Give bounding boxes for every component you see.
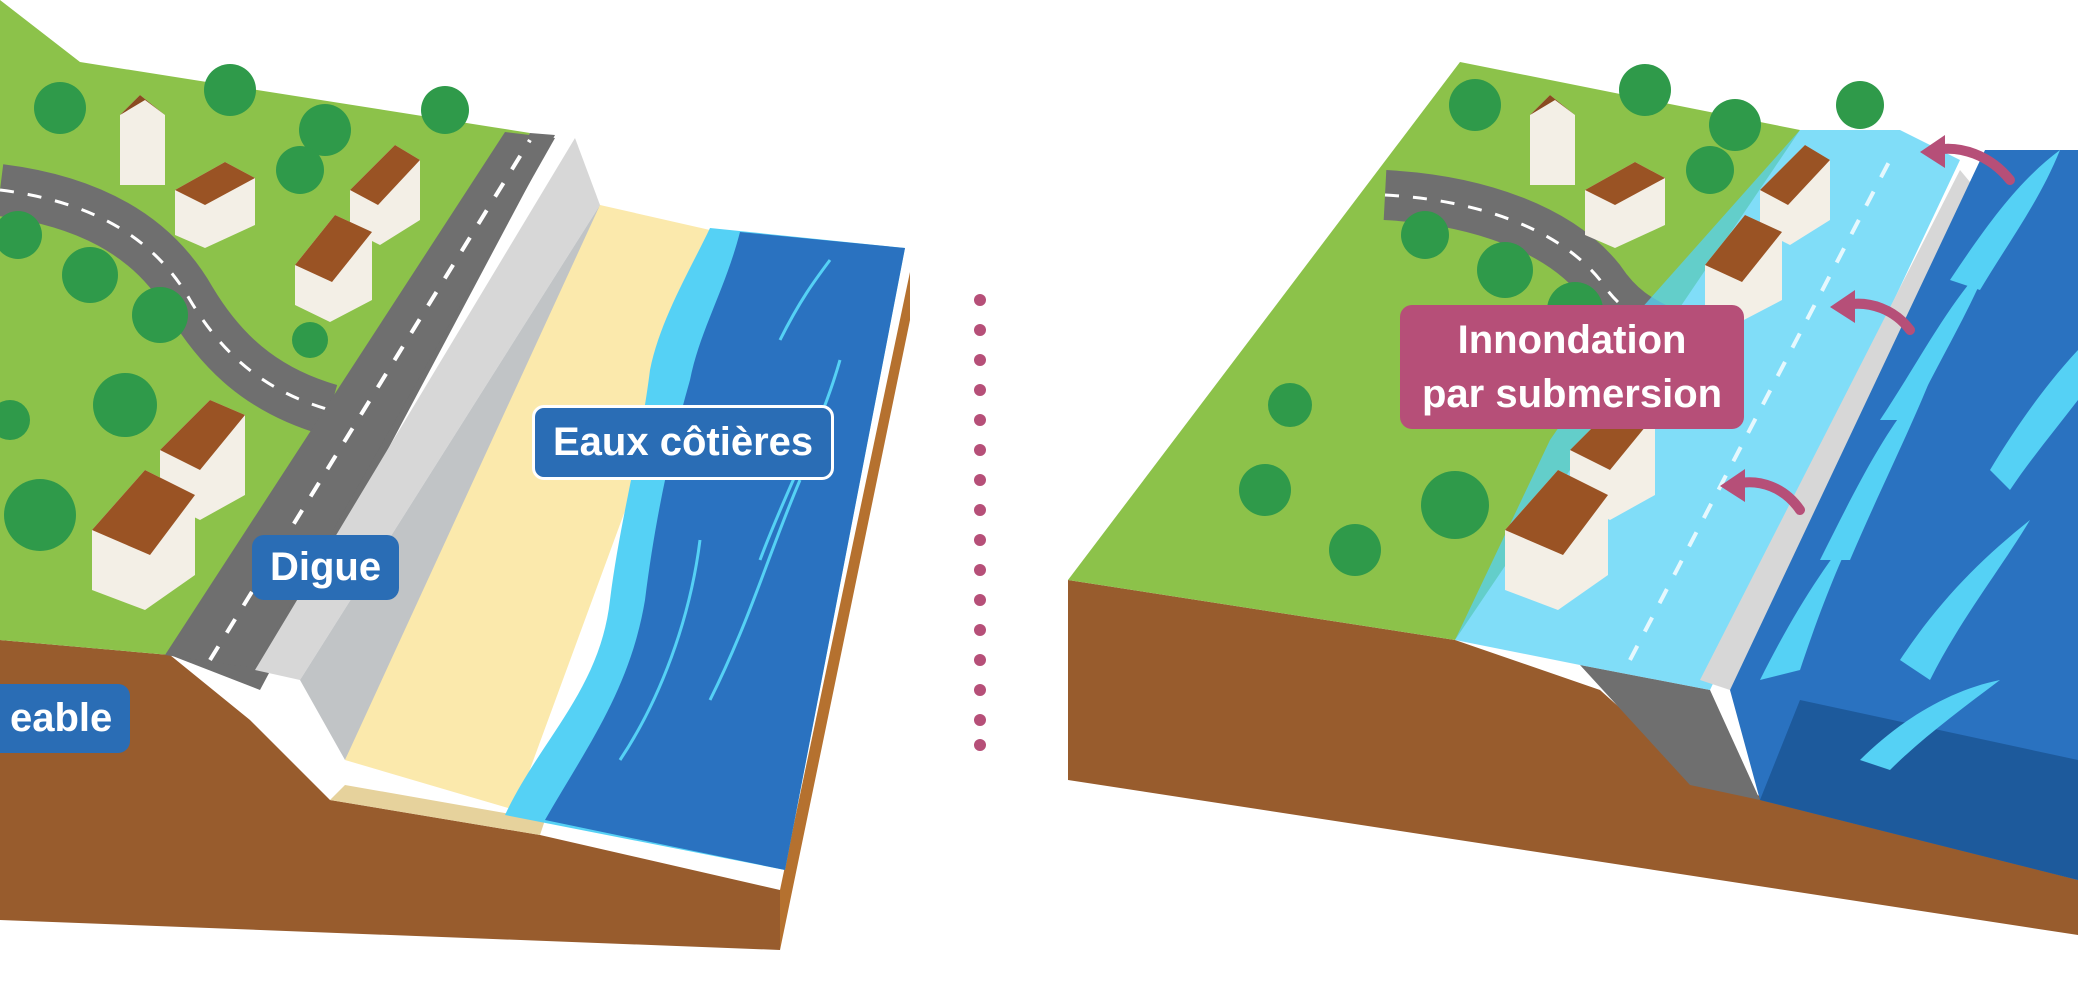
tree-icon (1477, 242, 1533, 298)
right-waves (1760, 150, 2078, 770)
house-icon (1760, 145, 1830, 245)
flooding-label: Innondation par submersion (1400, 305, 1745, 429)
tree-icon (1686, 146, 1734, 194)
right-trees (1239, 64, 1884, 576)
tree-icon (1329, 524, 1381, 576)
tree-icon (1619, 64, 1671, 116)
left-trees (0, 64, 469, 551)
house-icon (350, 145, 420, 245)
tree-icon (1836, 81, 1884, 129)
left-sea (545, 232, 905, 870)
flooding-label-line1: Innondation (1457, 318, 1687, 362)
house-icon (1585, 162, 1665, 248)
coastal-waters-label: Eaux côtières (532, 405, 835, 480)
house-icon (92, 470, 195, 610)
left-sand (345, 205, 710, 810)
tree-icon (1239, 464, 1291, 516)
tree-icon (62, 247, 118, 303)
tree-icon (93, 373, 157, 437)
left-curved-road-dash (0, 188, 331, 412)
dike-label: Digue (252, 535, 400, 600)
tree-icon (1449, 79, 1501, 131)
tree-icon (1421, 471, 1489, 539)
right-soil (1068, 580, 2078, 935)
house-icon (1705, 215, 1782, 322)
right-houses (1505, 95, 1830, 610)
tree-icon (4, 479, 76, 551)
flooding-label-line2: par submersion (1422, 372, 1723, 416)
tree-icon (132, 287, 188, 343)
right-dike (1700, 170, 1985, 690)
flood-arrows (1720, 135, 2015, 515)
tree-icon (0, 211, 42, 259)
arrow-curved-icon (1720, 469, 1745, 502)
left-dike-wall (300, 205, 610, 760)
right-block (1068, 62, 2078, 935)
arrow-curved-icon (1920, 135, 1945, 168)
tree-icon (0, 400, 30, 440)
left-block (0, 0, 910, 950)
tree-icon (204, 64, 256, 116)
left-soil-right-side (780, 272, 910, 950)
right-sea (1730, 150, 2078, 880)
house-icon (1505, 470, 1608, 610)
left-houses (92, 95, 420, 610)
house-icon (1530, 95, 1575, 185)
right-sea-deep (1760, 700, 2078, 880)
left-main-road-wide (165, 132, 555, 668)
left-wave-2 (708, 479, 802, 701)
left-wave-4 (778, 259, 832, 341)
house-icon (120, 95, 165, 185)
tree-icon (1401, 211, 1449, 259)
tree-icon (34, 82, 86, 134)
tree-icon (1268, 383, 1312, 427)
separator-dots (974, 294, 986, 751)
arrow-curved-icon (1830, 290, 1855, 323)
left-wave-1 (618, 539, 702, 761)
right-road-cut (1580, 665, 1760, 800)
cropped-left-label: eable (0, 684, 131, 753)
tree-icon (276, 146, 324, 194)
tree-icon (292, 322, 328, 358)
tree-icon (299, 104, 351, 156)
house-icon (295, 215, 372, 322)
house-icon (175, 162, 255, 248)
tree-icon (1709, 99, 1761, 151)
left-soil (0, 640, 780, 950)
tree-icon (421, 86, 469, 134)
left-sand-edge (330, 785, 545, 835)
